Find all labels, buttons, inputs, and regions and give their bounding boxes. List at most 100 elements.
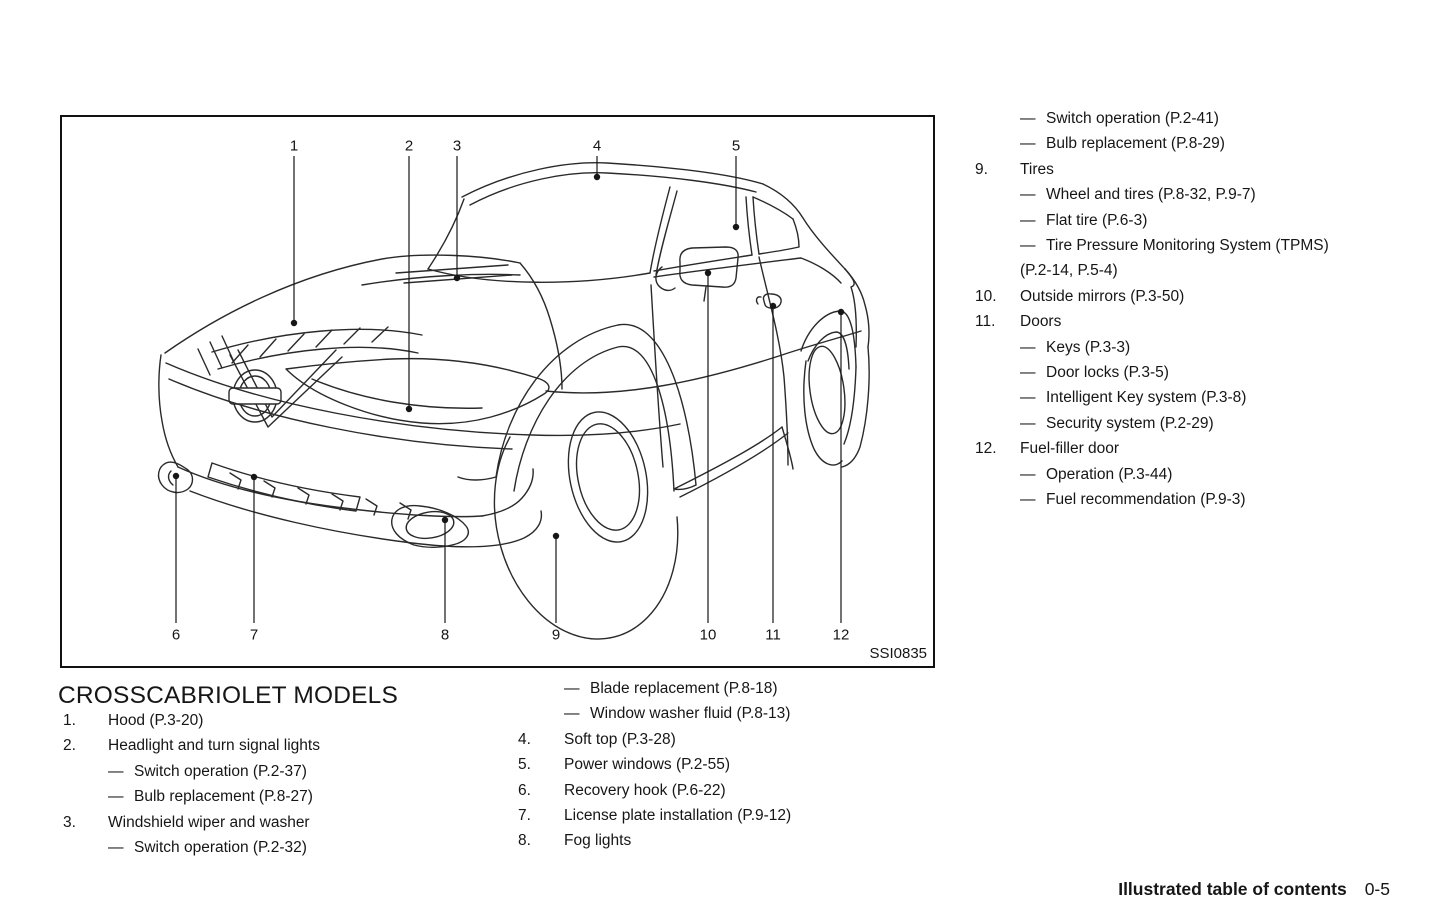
item-number: 11. (975, 313, 996, 331)
dash-glyph: — (1020, 364, 1036, 382)
callout-number-1: 1 (289, 137, 299, 155)
item-number: 6. (518, 781, 531, 799)
item-number: 5. (518, 756, 531, 774)
dash-glyph: — (108, 762, 124, 780)
footer-page-number: 0-5 (1364, 879, 1390, 899)
figure-box: 1 2 3 4 5 6 7 8 9 10 11 12 SSI0835 (60, 115, 935, 668)
item-number: 4. (518, 730, 531, 748)
section-heading: CROSSCABRIOLET MODELS (58, 682, 399, 709)
toc-subitem-continuation: (P.2-14, P.5-4) (975, 258, 1435, 283)
subitem-text: Switch operation (P.2-32) (134, 839, 307, 857)
subitem-text: Switch operation (P.2-41) (1046, 110, 1219, 127)
toc-item: 1. Hood (P.3-20) (63, 708, 493, 733)
dash-glyph: — (564, 705, 580, 723)
callout-leader-lines (175, 156, 842, 623)
item-text: Outside mirrors (P.3-50) (1020, 287, 1185, 305)
toc-subitem: —Bulb replacement (P.8-29) (975, 131, 1435, 156)
dash-glyph: — (1020, 186, 1036, 204)
subitem-text: Intelligent Key system (P.3-8) (1046, 389, 1247, 407)
toc-item: 11. Doors (975, 309, 1435, 334)
dash-glyph: — (1020, 465, 1036, 483)
callout-number-8: 8 (440, 626, 450, 644)
dash-glyph: — (1020, 389, 1036, 407)
toc-column-middle: — Blade replacement (P.8-18) — Window wash… (518, 676, 948, 854)
dash-glyph: — (1020, 135, 1036, 153)
page-footer: Illustrated table of contents 0-5 (1118, 879, 1390, 900)
toc-subitem: — Door locks (P.3-5) (975, 360, 1435, 385)
toc-subitem: — Keys (P.3-3) (975, 335, 1435, 360)
item-number: 10. (975, 287, 997, 305)
toc-item: 4. Soft top (P.3-28) (518, 727, 948, 752)
toc-subitem: — Blade replacement (P.8-18) (518, 676, 948, 701)
toc-column-right: — Switch operation (P.2-41) —Bulb replace… (975, 106, 1435, 513)
toc-item: 2.Headlight and turn signal lights (63, 733, 493, 758)
dash-glyph: — (1020, 211, 1036, 229)
subitem-text: Keys (P.3-3) (1046, 338, 1131, 356)
toc-item: 12.Fuel-filler door (975, 436, 1435, 461)
toc-subitem: —Tire Pressure Monitoring System (TPMS) (975, 233, 1435, 258)
callout-number-5: 5 (731, 137, 741, 155)
subitem-text: Window washer fluid (P.8-13) (590, 705, 791, 723)
callout-number-6: 6 (171, 626, 181, 644)
car-line-drawing (157, 156, 870, 640)
toc-subitem: — Bulb replacement (P.8-27) (63, 784, 493, 809)
toc-subitem: — Fuel recommendation (P.9-3) (975, 487, 1435, 512)
subitem-text: Security system (P.2-29) (1046, 414, 1214, 432)
item-number: 7. (518, 807, 531, 825)
toc-item: 3. Windshield wiper and washer (63, 810, 493, 835)
item-text: Tires (1020, 160, 1054, 178)
item-text: Doors (1020, 313, 1062, 331)
item-text: Fuel-filler door (1020, 440, 1120, 458)
toc-column-left: 1. Hood (P.3-20) 2.Headlight and turn sig… (63, 708, 493, 860)
dash-glyph: — (1020, 237, 1036, 255)
subitem-text: Wheel and tires (P.8-32, P.9-7) (1046, 186, 1256, 204)
toc-item: 8.Fog lights (518, 828, 948, 853)
car-illustration: 1 2 3 4 5 6 7 8 9 10 11 12 (62, 117, 932, 666)
toc-subitem: — Flat tire (P.6-3) (975, 208, 1435, 233)
item-number: 3. (63, 813, 76, 831)
callout-number-11: 11 (765, 626, 781, 644)
item-text: Recovery hook (P.6-22) (564, 781, 726, 799)
toc-item: 10. Outside mirrors (P.3-50) (975, 284, 1435, 309)
dash-glyph: — (1020, 338, 1036, 356)
subitem-text: Operation (P.3-44) (1046, 465, 1173, 483)
subitem-text: Door locks (P.3-5) (1046, 364, 1169, 382)
item-text: Windshield wiper and washer (108, 813, 310, 831)
item-text: Headlight and turn signal lights (108, 737, 320, 755)
item-text: Fog lights (564, 832, 632, 850)
toc-subitem: — Window washer fluid (P.8-13) (518, 701, 948, 726)
item-text: Hood (P.3-20) (108, 712, 204, 729)
subitem-text: (P.2-14, P.5-4) (1020, 262, 1118, 280)
dash-glyph: — (108, 788, 124, 806)
toc-item: 7. License plate installation (P.9-12) (518, 803, 948, 828)
toc-item: 6. Recovery hook (P.6-22) (518, 778, 948, 803)
callout-number-7: 7 (249, 626, 259, 644)
toc-item: 9.Tires (975, 157, 1435, 182)
callout-number-10: 10 (699, 626, 717, 644)
subitem-text: Fuel recommendation (P.9-3) (1046, 491, 1246, 509)
callout-number-3: 3 (452, 137, 462, 155)
item-text: Power windows (P.2-55) (564, 756, 730, 774)
dash-glyph: — (1020, 491, 1036, 509)
dash-glyph: — (108, 839, 124, 857)
footer-section-label: Illustrated table of contents (1118, 879, 1347, 899)
toc-subitem: —Switch operation (P.2-37) (63, 759, 493, 784)
toc-subitem: — Intelligent Key system (P.3-8) (975, 385, 1435, 410)
subitem-text: Blade replacement (P.8-18) (590, 680, 778, 697)
dash-glyph: — (1020, 414, 1036, 432)
toc-subitem: — Operation (P.3-44) (975, 462, 1435, 487)
dash-glyph: — (1020, 110, 1036, 127)
toc-subitem: — Switch operation (P.2-32) (63, 835, 493, 860)
toc-subitem: — Switch operation (P.2-41) (975, 106, 1435, 131)
item-text: License plate installation (P.9-12) (564, 807, 792, 825)
subitem-text: Flat tire (P.6-3) (1046, 211, 1148, 229)
callout-number-12: 12 (832, 626, 850, 644)
toc-subitem: — Wheel and tires (P.8-32, P.9-7) (975, 182, 1435, 207)
car-body-lines (157, 162, 870, 640)
callout-number-4: 4 (592, 137, 602, 155)
item-number: 1. (63, 712, 76, 729)
subitem-text: Bulb replacement (P.8-27) (134, 788, 313, 806)
dash-glyph: — (564, 680, 580, 697)
item-text: Soft top (P.3-28) (564, 730, 676, 748)
